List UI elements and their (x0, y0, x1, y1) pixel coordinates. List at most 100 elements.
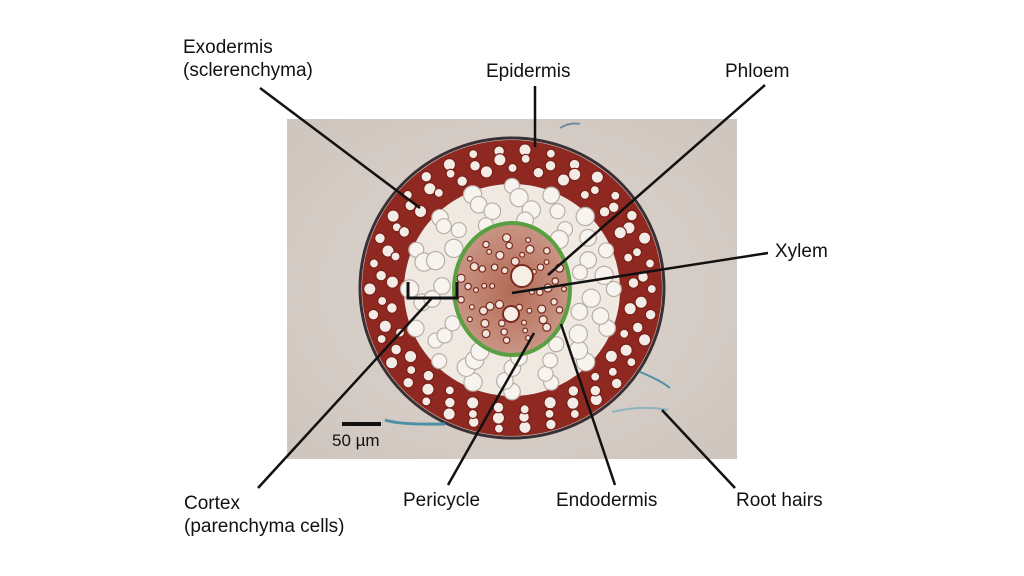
cell (431, 353, 448, 370)
cell (619, 328, 630, 339)
label-exodermis-line2: (sclerenchyma) (183, 60, 313, 81)
cell (509, 187, 529, 208)
cell (386, 209, 400, 223)
pericycle-ring (452, 221, 572, 357)
cell (433, 187, 444, 198)
cell (502, 336, 511, 344)
cell (619, 343, 633, 357)
cell (479, 165, 494, 179)
cell (466, 316, 473, 323)
cell (493, 423, 505, 434)
cell (374, 232, 386, 245)
cortex-cells (399, 177, 622, 401)
cell (399, 279, 420, 299)
leader-root-hairs (661, 409, 736, 489)
cell (644, 258, 656, 269)
cell (637, 231, 652, 245)
cell (435, 218, 452, 235)
cell (591, 307, 610, 325)
root-hair (559, 122, 581, 129)
cell (450, 221, 467, 239)
cell (491, 411, 506, 425)
cell (594, 265, 614, 286)
cell (406, 319, 425, 338)
cell (480, 318, 490, 328)
cell (481, 282, 488, 289)
cell (469, 159, 481, 172)
cell (626, 357, 637, 368)
cell (631, 247, 643, 258)
cell (567, 384, 580, 397)
cell (542, 186, 561, 205)
label-exodermis-line1: Exodermis (183, 37, 273, 58)
cell (384, 356, 399, 370)
cell (526, 307, 533, 314)
cortex-bracket (406, 282, 459, 300)
cell (544, 159, 557, 172)
cell (597, 242, 615, 259)
cell (545, 418, 557, 431)
cell (644, 308, 657, 321)
cell (378, 319, 392, 334)
cell (532, 166, 545, 179)
label-epidermis: Epidermis (486, 61, 571, 82)
leader-xylem (511, 251, 769, 295)
cell (519, 404, 530, 415)
cell (590, 170, 605, 184)
cell (425, 250, 446, 271)
cell (464, 282, 472, 291)
cell (500, 266, 509, 275)
leader-pericycle (446, 332, 536, 486)
cell (575, 206, 595, 227)
cell (495, 250, 505, 261)
label-endodermis: Endodermis (556, 490, 658, 511)
cell (519, 251, 526, 258)
cell (489, 282, 496, 289)
cell (385, 275, 400, 289)
cell (367, 308, 380, 321)
cell (550, 298, 558, 306)
cell (613, 226, 627, 240)
cell (494, 299, 505, 310)
label-exodermis: Exodermis (sclerenchyma) (183, 36, 313, 82)
cell (548, 336, 565, 353)
root-hair (384, 418, 446, 426)
cell (537, 304, 547, 314)
cell (390, 251, 401, 262)
cell (571, 264, 589, 281)
cell (456, 273, 466, 283)
cell (406, 364, 417, 376)
cell (456, 175, 469, 188)
cell (421, 382, 435, 396)
cell (525, 244, 535, 254)
cell (545, 148, 557, 159)
xylem-vessel (502, 305, 520, 323)
leader-phloem (547, 84, 766, 276)
cell (444, 396, 456, 409)
cell (521, 319, 528, 326)
cell (605, 280, 622, 298)
cell (398, 225, 411, 238)
cell (525, 237, 532, 244)
cell (542, 246, 551, 255)
cell (631, 321, 644, 334)
cell (522, 327, 529, 334)
root-hair (611, 406, 669, 413)
cell (569, 408, 580, 420)
label-cortex-line2: (parenchyma cells) (184, 516, 345, 537)
cell (598, 205, 611, 218)
cell (466, 255, 473, 262)
label-xylem: Xylem (775, 241, 828, 262)
cell (433, 277, 451, 295)
cell (537, 365, 554, 382)
cell (413, 204, 428, 219)
cell (568, 324, 589, 344)
cell (444, 238, 464, 259)
cell (556, 173, 571, 187)
cell (520, 153, 531, 164)
cell (518, 420, 532, 435)
leader-endodermis (559, 323, 617, 486)
cell (465, 396, 480, 410)
cell (422, 369, 435, 382)
cell (610, 190, 621, 201)
